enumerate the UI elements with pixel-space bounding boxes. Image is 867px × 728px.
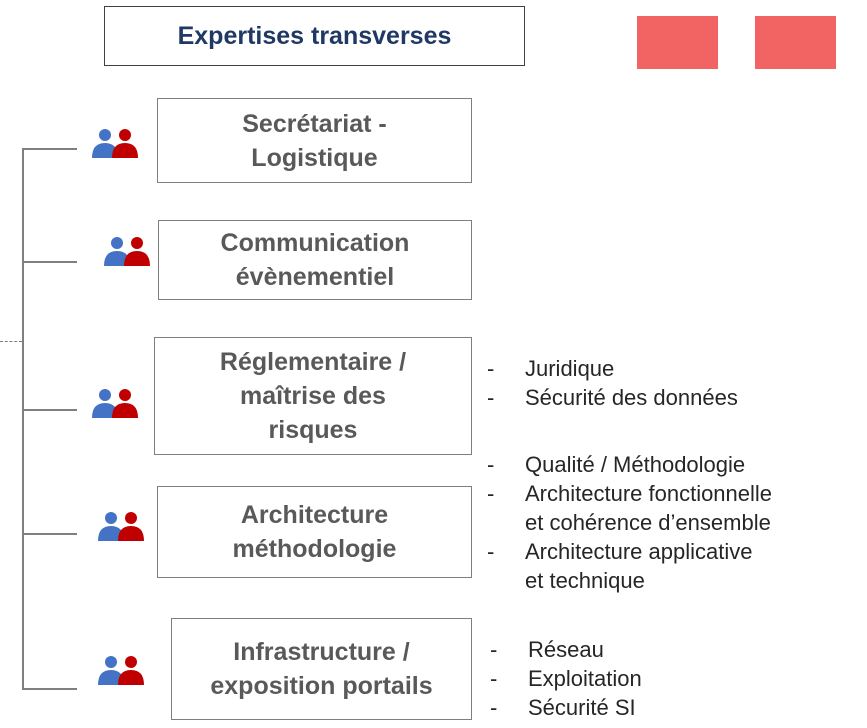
node-label-line: exposition portails [210, 672, 433, 700]
node-label-line: Réglementaire / [219, 348, 407, 376]
team-icon [98, 512, 144, 541]
detail-item: Réseau [490, 635, 642, 664]
branch-1 [22, 148, 77, 150]
branch-4 [22, 533, 77, 535]
node-communication: Communication évènementiel [158, 220, 472, 300]
node-label-line: Secrétariat - [242, 109, 387, 138]
detail-item: Sécurité SI [490, 693, 642, 722]
branch-2 [22, 261, 77, 263]
node-reglementaire: Réglementaire / maîtrise des risques [154, 337, 472, 455]
dashed-connector [0, 341, 22, 342]
detail-item: Sécurité des données [487, 383, 738, 412]
node-secretariat: Secrétariat - Logistique [157, 98, 472, 183]
team-icon [92, 129, 138, 158]
branch-3 [22, 409, 77, 411]
team-icon [98, 656, 144, 685]
node-label-line: maîtrise des [240, 382, 386, 410]
node-label-line: méthodologie [232, 535, 397, 563]
node-label-line: Infrastructure / [233, 638, 410, 666]
detail-item: Juridique [487, 354, 738, 383]
node-infrastructure: Infrastructure / exposition portails [171, 618, 472, 720]
node-label-line: évènementiel [235, 263, 395, 291]
detail-item: Exploitation [490, 664, 642, 693]
node-label-line: risques [268, 416, 358, 444]
node-label-line: Communication [220, 229, 410, 257]
detail-item: Architecture fonctionnelle et cohérence … [487, 479, 772, 537]
diagram-title: Expertises transverses [104, 6, 525, 66]
detail-item: Qualité / Méthodologie [487, 450, 772, 479]
detail-item-line: Architecture applicative [525, 539, 753, 564]
detail-item-line: et cohérence d’ensemble [525, 510, 771, 535]
detail-item-line: Architecture fonctionnelle [525, 481, 773, 506]
detail-item-line: et technique [525, 568, 645, 593]
color-swatch-2 [755, 16, 836, 69]
node-label-line: Architecture [240, 501, 389, 529]
detail-item: Architecture applicative et technique [487, 537, 772, 595]
color-swatch-1 [637, 16, 718, 69]
detail-list-infrastructure: Réseau Exploitation Sécurité SI [490, 635, 642, 722]
node-architecture: Architecture méthodologie [157, 486, 472, 578]
team-icon [104, 237, 150, 266]
tree-trunk [22, 148, 24, 689]
team-icon [92, 389, 138, 418]
detail-list-reglementaire: Juridique Sécurité des données [487, 354, 738, 412]
detail-list-architecture: Qualité / Méthodologie Architecture fonc… [487, 450, 772, 595]
node-label-line: Logistique [251, 143, 378, 172]
branch-5 [22, 688, 77, 690]
